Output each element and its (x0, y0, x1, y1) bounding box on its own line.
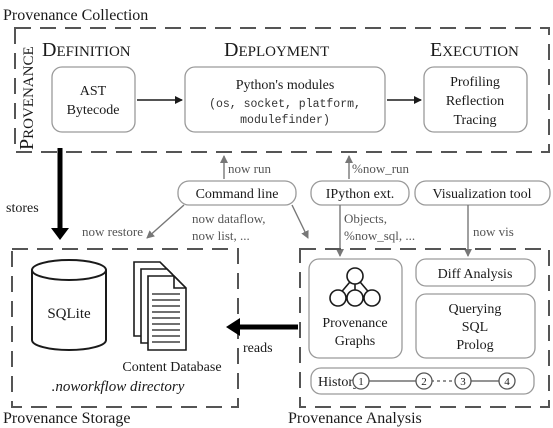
label-objects: Objects, (344, 211, 387, 226)
definition-bytecode: Bytecode (67, 103, 120, 118)
tree-graph-icon (329, 267, 381, 307)
deployment-box (184, 66, 386, 133)
label-now-restore: now restore (82, 224, 143, 239)
diff-analysis-label: Diff Analysis (438, 267, 513, 282)
label-pct-now-sql: %now_sql, ... (344, 228, 415, 243)
arrow-reads-head (226, 318, 240, 336)
label-now-run: now run (228, 161, 271, 176)
history-node-3 (454, 372, 472, 390)
label-now-dataflow: now dataflow, (192, 211, 266, 226)
history-node-4-label: 4 (504, 376, 510, 388)
deployment-heading: DEPLOYMENT (224, 39, 329, 61)
label-stores: stores (6, 201, 39, 216)
arrow-now-restore (146, 204, 185, 239)
definition-box (51, 66, 136, 133)
label-now-vis: now vis (473, 224, 514, 239)
provenance-side-label: PROVENANCE (16, 46, 38, 150)
execution-box (423, 66, 528, 133)
execution-reflection: Reflection (446, 94, 504, 109)
arrow-stores-head (51, 228, 69, 240)
history-node-2 (415, 372, 433, 390)
visualization-tool-label: Visualization tool (432, 187, 531, 202)
content-database-label: Content Database (122, 360, 221, 375)
history-node-1-label: 1 (358, 376, 364, 388)
label-now-list: now list, ... (192, 228, 250, 243)
deployment-modules-line2: modulefinder) (240, 114, 330, 127)
querying-label: Querying (449, 302, 502, 317)
provenance-graphs-line1: Provenance (322, 316, 387, 331)
visualization-tool-box (414, 180, 551, 206)
label-pct-now-run: %now_run (352, 161, 410, 176)
collection-region (14, 27, 550, 153)
provenance-graphs-box (308, 258, 403, 359)
ipython-ext-box (310, 180, 410, 206)
history-node-1 (352, 372, 370, 390)
content-documents-icon (133, 261, 187, 351)
sqlite-database-icon (31, 259, 107, 351)
definition-ast: AST (80, 84, 107, 99)
noworkflow-directory-label: .noworkflow directory (52, 379, 185, 395)
history-node-4 (498, 372, 516, 390)
analysis-title: Provenance Analysis (288, 410, 422, 427)
label-reads: reads (243, 341, 273, 356)
analysis-region (299, 248, 550, 408)
collection-title: Provenance Collection (3, 7, 148, 24)
execution-profiling: Profiling (450, 75, 500, 90)
provenance-graphs-line2: Graphs (335, 334, 375, 349)
sqlite-label: SQLite (47, 306, 91, 322)
history-node-3-label: 3 (460, 376, 466, 388)
execution-heading: EXECUTION (430, 39, 519, 61)
execution-tracing: Tracing (453, 113, 496, 128)
deployment-title: Python's modules (236, 78, 335, 93)
history-label: History (318, 375, 360, 390)
deployment-modules-line1: (os, socket, platform, (209, 98, 361, 111)
storage-title: Provenance Storage (3, 410, 131, 427)
arrow-now-dataflow (291, 204, 309, 239)
command-line-label: Command line (196, 187, 279, 202)
command-line-box (177, 180, 297, 206)
querying-prolog: Prolog (456, 338, 493, 353)
history-node-2-label: 2 (421, 376, 427, 388)
ipython-ext-label: IPython ext. (326, 187, 394, 202)
history-timeline (352, 372, 516, 390)
diff-analysis-box (415, 258, 536, 287)
querying-sql: SQL (462, 320, 488, 335)
querying-box (415, 293, 536, 359)
definition-heading: DEFINITION (42, 39, 131, 61)
